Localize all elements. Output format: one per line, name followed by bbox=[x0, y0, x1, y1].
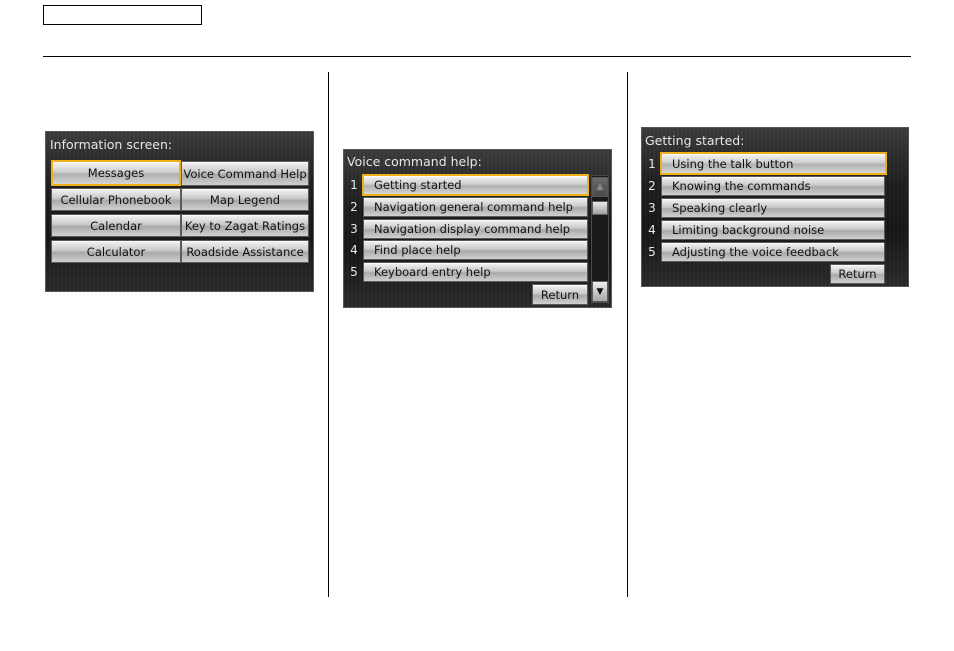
scroll-up-icon[interactable]: ▲ bbox=[592, 177, 608, 197]
key-to-zagat-ratings-button[interactable]: Key to Zagat Ratings bbox=[181, 214, 309, 237]
item-number: 2 bbox=[350, 200, 358, 214]
information-screen: Information screen: Messages Voice Comma… bbox=[45, 131, 314, 292]
list-item-speaking-clearly[interactable]: Speaking clearly bbox=[661, 198, 885, 218]
getting-started-screen: Getting started: 1 Using the talk button… bbox=[641, 127, 909, 287]
list-item-keyboard-entry-help[interactable]: Keyboard entry help bbox=[363, 262, 588, 282]
map-legend-button[interactable]: Map Legend bbox=[181, 188, 309, 211]
item-number: 3 bbox=[648, 201, 656, 215]
cellular-phonebook-button[interactable]: Cellular Phonebook bbox=[51, 188, 181, 211]
list-item-navigation-general-command-help[interactable]: Navigation general command help bbox=[363, 197, 588, 217]
list-item-limiting-background-noise[interactable]: Limiting background noise bbox=[661, 220, 885, 240]
column-divider-2 bbox=[627, 72, 628, 597]
messages-button[interactable]: Messages bbox=[51, 160, 181, 186]
item-number: 1 bbox=[350, 178, 358, 192]
return-button[interactable]: Return bbox=[532, 284, 588, 305]
item-number: 5 bbox=[350, 265, 358, 279]
list-item-adjusting-the-voice-feedback[interactable]: Adjusting the voice feedback bbox=[661, 242, 885, 262]
return-button[interactable]: Return bbox=[830, 264, 885, 284]
item-number: 5 bbox=[648, 245, 656, 259]
list-item-using-the-talk-button[interactable]: Using the talk button bbox=[660, 152, 887, 175]
screen-title: Voice command help: bbox=[347, 154, 482, 169]
item-number: 4 bbox=[350, 243, 358, 257]
voice-command-help-screen: Voice command help: 1 Getting started 2 … bbox=[343, 149, 612, 308]
scroll-thumb[interactable] bbox=[592, 201, 608, 215]
roadside-assistance-button[interactable]: Roadside Assistance bbox=[181, 240, 309, 263]
list-item-find-place-help[interactable]: Find place help bbox=[363, 240, 588, 260]
calculator-button[interactable]: Calculator bbox=[51, 240, 181, 263]
list-item-knowing-the-commands[interactable]: Knowing the commands bbox=[661, 176, 885, 196]
column-divider-1 bbox=[328, 72, 329, 597]
list-item-getting-started[interactable]: Getting started bbox=[362, 174, 589, 196]
calendar-button[interactable]: Calendar bbox=[51, 214, 181, 237]
screen-title: Getting started: bbox=[645, 133, 745, 148]
list-item-navigation-display-command-help[interactable]: Navigation display command help bbox=[363, 219, 588, 239]
item-number: 3 bbox=[350, 222, 358, 236]
header-rule bbox=[43, 56, 911, 57]
scroll-down-icon[interactable]: ▼ bbox=[592, 281, 608, 302]
item-number: 1 bbox=[648, 157, 656, 171]
screen-title: Information screen: bbox=[50, 137, 173, 152]
item-number: 2 bbox=[648, 179, 656, 193]
header-box bbox=[43, 5, 202, 25]
voice-command-help-button[interactable]: Voice Command Help bbox=[181, 161, 309, 186]
item-number: 4 bbox=[648, 223, 656, 237]
